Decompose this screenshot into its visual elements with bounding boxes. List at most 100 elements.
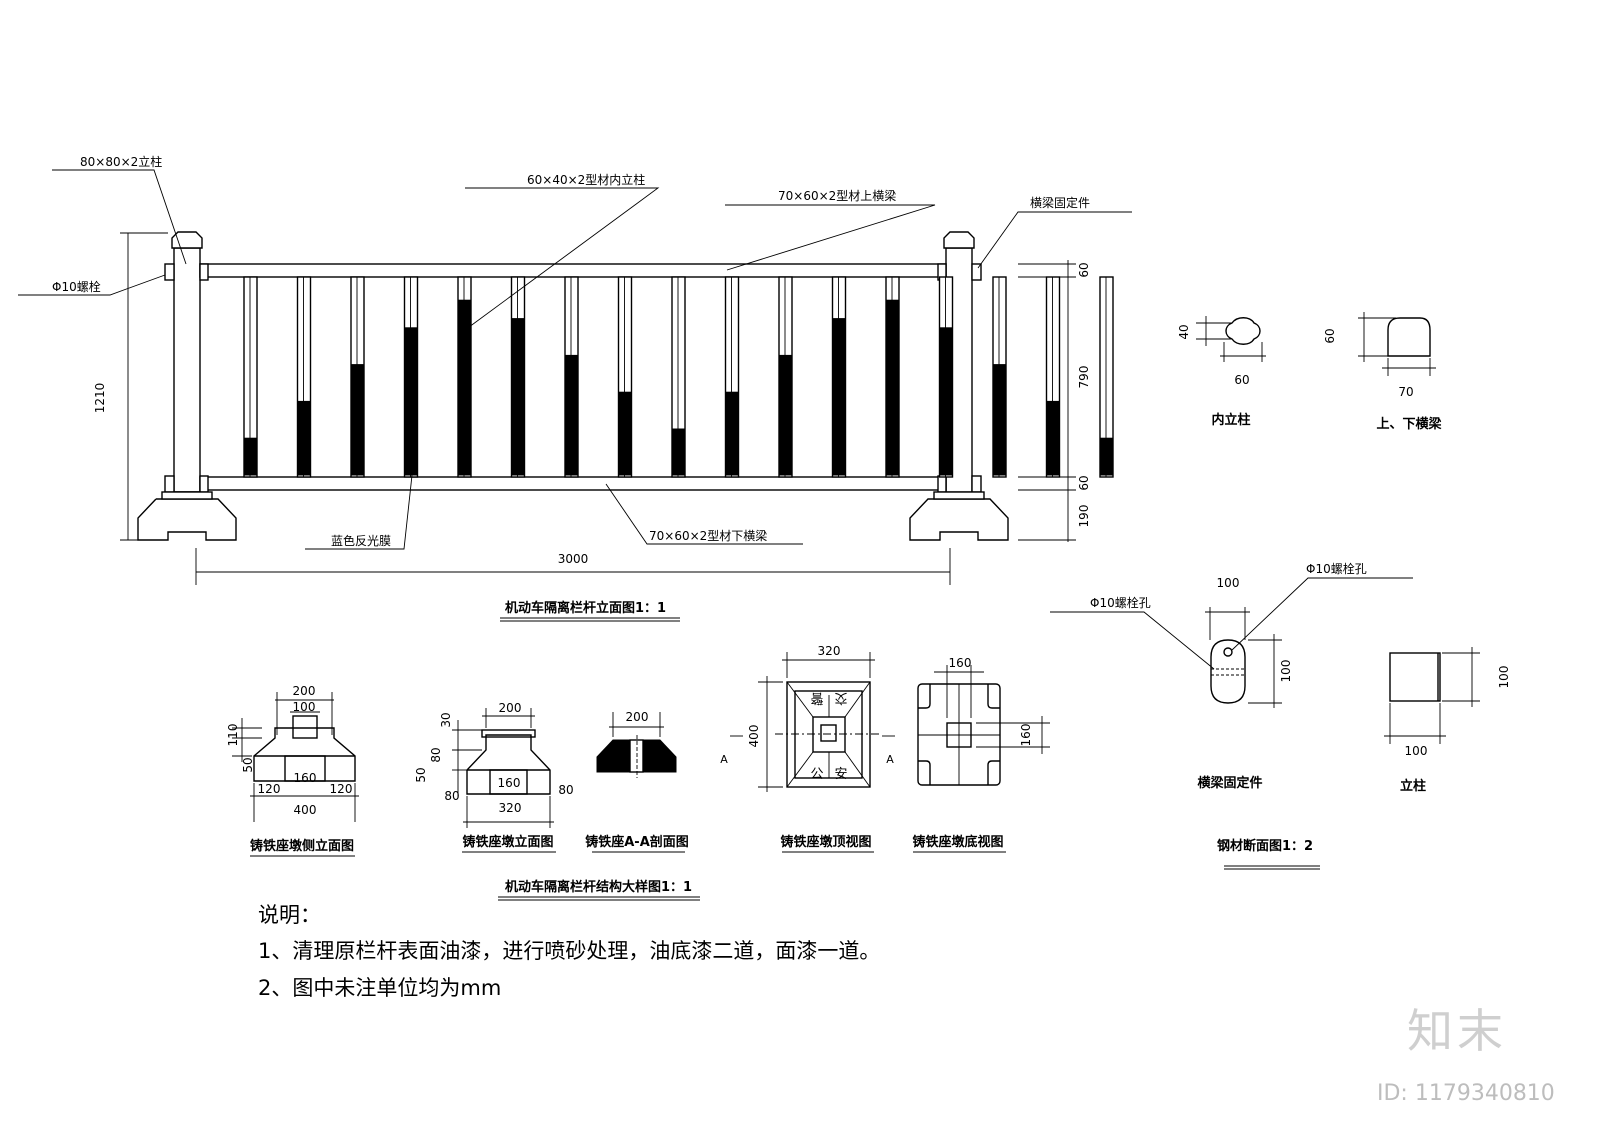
elevation-leaders [18, 169, 1132, 550]
side-inner: 100 [293, 700, 316, 714]
reflective-film [564, 354, 579, 476]
fixing-section: 100 100 Φ10螺栓孔 Φ10螺栓孔 横梁固定件 [1050, 561, 1413, 791]
left-post-cap [171, 231, 203, 249]
rail-w: 70 [1398, 385, 1413, 399]
base-top-view: 警 交 公 安 320 400 A A 铸铁座墩顶视图 [720, 644, 895, 853]
side-total: 400 [294, 803, 317, 817]
rail-fixing-tl [164, 263, 175, 281]
dim-span: 3000 [558, 552, 589, 566]
front-mid: 160 [498, 776, 521, 790]
inner-post [671, 276, 686, 478]
reflective-film [885, 299, 900, 476]
reflective-film [297, 400, 311, 476]
aa-top: 200 [626, 710, 649, 724]
caption-structure: 机动车隔离栏杆结构大样图1：1 [505, 879, 692, 895]
watermark-id: ID: 1179340810 [1377, 1081, 1555, 1106]
label-bolt: Φ10螺栓 [52, 279, 101, 294]
caption-aa: 铸铁座A-A剖面图 [585, 834, 689, 850]
plan-char-0: 警 [810, 690, 823, 706]
front-h2: 80 [429, 747, 443, 762]
watermark-brand: 知末 [1407, 1004, 1507, 1058]
plan-char-3: 安 [834, 767, 847, 782]
cut-a-right: A [886, 753, 894, 766]
plan-top-w: 320 [818, 644, 841, 658]
side-right: 120 [330, 782, 353, 796]
caption-fixing: 横梁固定件 [1197, 775, 1262, 791]
reflective-film [350, 364, 365, 476]
caption-plan-top: 铸铁座墩顶视图 [780, 834, 871, 850]
post-h: 100 [1497, 666, 1511, 689]
post-w: 100 [1405, 744, 1428, 758]
caption-post: 立柱 [1400, 778, 1426, 794]
fixing-hole-a: Φ10螺栓孔 [1306, 561, 1367, 576]
plan-bottom-w: 160 [949, 656, 972, 670]
base-side-elevation: 200 100 110 50 120 160 120 400 铸铁座墩侧立面图 [226, 684, 359, 857]
base-bottom-view: 160 160 铸铁座墩底视图 [912, 656, 1050, 853]
elevation-dimensions: 1210 3000 60 790 60 190 [93, 232, 1091, 585]
reflective-film [511, 318, 525, 476]
side-top: 200 [293, 684, 316, 698]
rail-fixing-br2 [971, 475, 982, 493]
reflective-film [1099, 437, 1114, 476]
reflective-film [671, 428, 686, 476]
dim-top: 60 [1077, 262, 1091, 277]
reflective-film [618, 391, 632, 476]
right-post-cap [943, 231, 975, 249]
plan-top-h: 400 [747, 725, 761, 748]
left-base-top [161, 491, 213, 500]
railing-elevation [137, 231, 1114, 541]
front-h1: 30 [439, 712, 453, 727]
front-h4: 80 [444, 789, 459, 803]
front-total: 320 [499, 801, 522, 815]
reflective-film [1046, 400, 1060, 476]
cut-a-left: A [720, 753, 728, 766]
caption-elevation: 机动车隔离栏杆立面图1：1 [505, 600, 666, 616]
inner-post-h: 40 [1177, 324, 1191, 339]
rail-fixing-bl [164, 475, 175, 493]
label-inner-post: 60×40×2型材内立柱 [527, 172, 645, 187]
rail-h: 60 [1323, 328, 1337, 343]
right-base [909, 498, 1009, 541]
plan-bottom-h: 160 [1019, 724, 1033, 747]
base-aa-section: 200 铸铁座A-A剖面图 [585, 710, 689, 853]
fixing-hole-b: Φ10螺栓孔 [1090, 595, 1151, 610]
dim-base: 190 [1077, 505, 1091, 528]
caption-steel: 钢材断面图1：2 [1217, 838, 1313, 854]
front-top: 200 [499, 701, 522, 715]
label-top-rail: 70×60×2型材上横梁 [778, 188, 896, 203]
reflective-film [404, 327, 418, 476]
reflective-film [778, 354, 793, 476]
dim-total-height: 1210 [93, 383, 107, 414]
label-post: 80×80×2立柱 [80, 154, 162, 169]
inner-post-w: 60 [1234, 373, 1249, 387]
notes-title: 说明： [258, 903, 321, 927]
inner-post-section: 40 60 内立柱 [1177, 316, 1266, 428]
fixing-h: 100 [1279, 660, 1293, 683]
reflective-film [939, 327, 953, 476]
label-bottom-rail: 70×60×2型材下横梁 [649, 528, 767, 543]
caption-front: 铸铁座墩立面图 [462, 834, 553, 850]
caption-side: 铸铁座墩侧立面图 [250, 838, 354, 854]
rail-section: 60 70 上、下横梁 [1323, 312, 1442, 432]
reflective-film [832, 318, 846, 476]
rail-fixing-bl2 [199, 475, 209, 493]
fixing-w: 100 [1217, 576, 1240, 590]
dim-mid: 790 [1077, 366, 1091, 389]
label-reflective-film: 蓝色反光膜 [331, 534, 391, 548]
inner-post [1099, 276, 1114, 478]
base-front-elevation: 200 30 80 50 80 160 80 320 铸铁座墩立面图 [414, 701, 574, 853]
notes: 说明： 1、清理原栏杆表面油漆，进行喷砂处理，油底漆二道，面漆一道。 2、图中未… [258, 903, 880, 1000]
inner-posts [243, 276, 1114, 478]
note-1: 1、清理原栏杆表面油漆，进行喷砂处理，油底漆二道，面漆一道。 [258, 939, 880, 963]
front-h3: 50 [414, 767, 428, 782]
side-left: 120 [258, 782, 281, 796]
side-mid: 160 [294, 771, 317, 785]
inner-post [243, 276, 258, 478]
reflective-film [457, 299, 472, 476]
bottom-rail [199, 476, 947, 491]
reflective-film [243, 437, 258, 476]
rail-fixing-tl2 [199, 263, 209, 281]
reflective-film [992, 364, 1007, 476]
right-base-top [933, 491, 985, 500]
